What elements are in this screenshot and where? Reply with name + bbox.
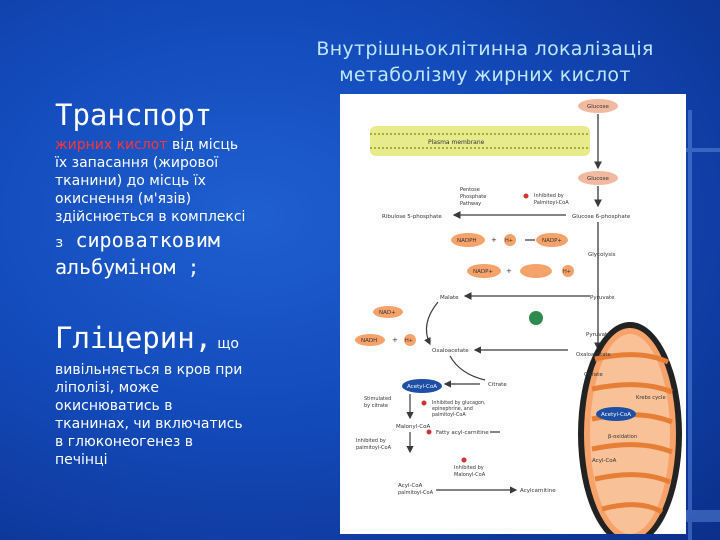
citrate-mito-label: Citrate — [584, 372, 603, 378]
nadp-plus-2-label: NADP+ — [473, 269, 493, 275]
metabolism-figure: Plasma membrane Glucose Glucose Pentose … — [340, 94, 686, 534]
glycerol-paragraph: вивільняється в кров при ліполізі, може … — [55, 361, 270, 469]
glucose-top-label: Glucose — [587, 104, 610, 110]
nadp-plus-label: NADP+ — [542, 238, 562, 244]
acyl-coa-mito-label: Acyl-CoA — [592, 458, 617, 464]
nadph-2-node — [520, 264, 552, 278]
glycerol-line-3: окиснюватись в — [55, 398, 173, 414]
title-line-1: Внутрішньоклітинна локалізація — [316, 38, 654, 60]
inhibited-2-line-3: palmitoyl-CoA — [432, 412, 466, 418]
acetyl-coa-node — [402, 379, 442, 393]
nad-plus-label: NAD+ — [379, 310, 396, 316]
beta-oxidation-label: β-oxidation — [608, 434, 637, 440]
fatty-acyl-label: Fatty acyl-carnitine — [436, 430, 489, 436]
albumin-line-2: альбуміном ; — [55, 255, 200, 279]
mitochondrion — [578, 322, 682, 534]
krebs-label: Krebs cycle — [636, 395, 666, 401]
nadp-plus-node — [536, 233, 568, 247]
albumin-z: з — [55, 235, 64, 251]
glycerol-heading: Гліцерин, — [55, 321, 213, 355]
nadph-label: NADPH — [457, 238, 477, 244]
oxaloacetate-label: Oxaloacetate — [432, 348, 469, 354]
stimulated-line-1: Stimulated — [364, 396, 391, 402]
transport-line-1: жирних кислот від місць — [55, 136, 285, 154]
transport-paragraph: жирних кислот від місць їх запасання (жи… — [55, 136, 285, 226]
plus-sign-3: + — [392, 336, 398, 344]
nad-plus-node — [373, 306, 403, 318]
nadp-plus-2-node — [467, 264, 501, 278]
ribulose-label: Ribulose 5-phosphate — [382, 214, 442, 220]
acetyl-coa-mito-node — [596, 407, 636, 421]
pentose-line-1: Pentose — [460, 187, 480, 193]
pentose-line-2: Phosphate — [460, 194, 486, 200]
slide-title: Внутрішньоклітинна локалізація метаболіз… — [260, 36, 710, 88]
transport-line-5: здійснюється в комплексі — [55, 209, 246, 225]
plasma-membrane-label: Plasma membrane — [428, 139, 485, 146]
transport-line-1-rest: від місць — [167, 137, 239, 153]
pyruvate-label: Pyruvate — [590, 295, 615, 301]
hplus-1-node — [504, 234, 516, 246]
malonyl-coa-label: Malonyl-CoA — [396, 424, 430, 430]
acetyl-coa-label: Acetyl-CoA — [407, 384, 437, 390]
acyl-coa-2-line-1: Acyl-CoA — [398, 483, 423, 489]
oxaloacetate-mito-label: Oxaloacetate — [576, 352, 611, 358]
nadph-node — [451, 233, 485, 247]
nadh-node — [355, 334, 385, 346]
transport-line-2: їх запасання (жирової — [55, 155, 219, 171]
hplus-2-node — [562, 265, 574, 277]
glucose-inner-label: Glucose — [587, 176, 610, 182]
inhibited-3-line-2: palmitoyl-CoA — [356, 445, 392, 451]
glycerol-line-5: в глюконеогенез в — [55, 434, 194, 450]
inhibited-3-line-1: Inhibited by — [356, 438, 386, 444]
glycerol-line-4: тканинах, чи включатись — [55, 416, 243, 432]
glucose6p-label: Glucose 6-phosphate — [572, 214, 631, 220]
inhibited-2-line-2: epinephrine, and — [432, 406, 473, 412]
hplus-1-label: H+ — [505, 238, 513, 244]
hplus-3-label: H+ — [405, 338, 413, 344]
co2-node — [529, 311, 543, 325]
glucose-inner-node — [578, 171, 618, 185]
transport-line-4: окиснення (м'язів) — [55, 191, 192, 207]
transport-line-3: тканини) до місць їх — [55, 173, 206, 189]
albumin-line-1: з сироватковим — [55, 228, 285, 255]
inhibited-4-line-1: Inhibited by — [454, 465, 484, 471]
title-line-2: метаболізму жирних кислот — [339, 64, 631, 86]
pyruvate-mito-label: Pyruvate — [586, 332, 611, 338]
glycerol-line-1: вивільняється в кров при — [55, 362, 243, 378]
fatty-acids-highlight: жирних кислот — [55, 137, 168, 153]
acetyl-coa-mito-label: Acetyl-CoA — [601, 412, 631, 418]
inhibited-2-line-1: Inhibited by glucagon, — [432, 400, 486, 406]
citrate-label: Citrate — [488, 382, 507, 388]
inhibited-1-line-2: Palmitoyl-CoA — [534, 200, 569, 206]
albumin-word-1: сироватковим — [63, 228, 220, 252]
malate-label: Malate — [440, 295, 459, 301]
acylcarnitine-label: Acylcarnitine — [520, 488, 556, 494]
glycerol-heading-row: Гліцерин, що — [55, 321, 285, 355]
plus-sign-2: + — [506, 267, 512, 275]
metabolism-diagram: Plasma membrane Glucose Glucose Pentose … — [355, 99, 682, 534]
transport-heading: Транспорт — [55, 98, 213, 132]
plus-sign-1: + — [491, 236, 497, 244]
pentose-line-3: Pathway — [460, 201, 481, 207]
nadh-label: NADH — [361, 338, 377, 344]
glycolysis-label: Glycolysis — [588, 252, 616, 258]
inhibited-4-line-2: Malonyl-CoA — [454, 472, 486, 478]
glycerol-line-6: печінці — [55, 452, 108, 468]
glycerol-line-2: ліполізі, може — [55, 380, 159, 396]
plasma-membrane: Plasma membrane — [370, 126, 590, 156]
hplus-3-node — [404, 334, 416, 346]
acyl-coa-2-line-2: palmitoyl-CoA — [398, 490, 434, 496]
glycerol-scho: що — [217, 336, 239, 352]
inhibited-1-line-1: Inhibited by — [534, 193, 564, 199]
hplus-2-label: H+ — [563, 269, 571, 275]
left-text-column: Транспорт жирних кислот від місць їх зап… — [55, 98, 285, 469]
glucose-top-node — [578, 99, 618, 113]
stimulated-line-2: by citrate — [364, 403, 388, 409]
